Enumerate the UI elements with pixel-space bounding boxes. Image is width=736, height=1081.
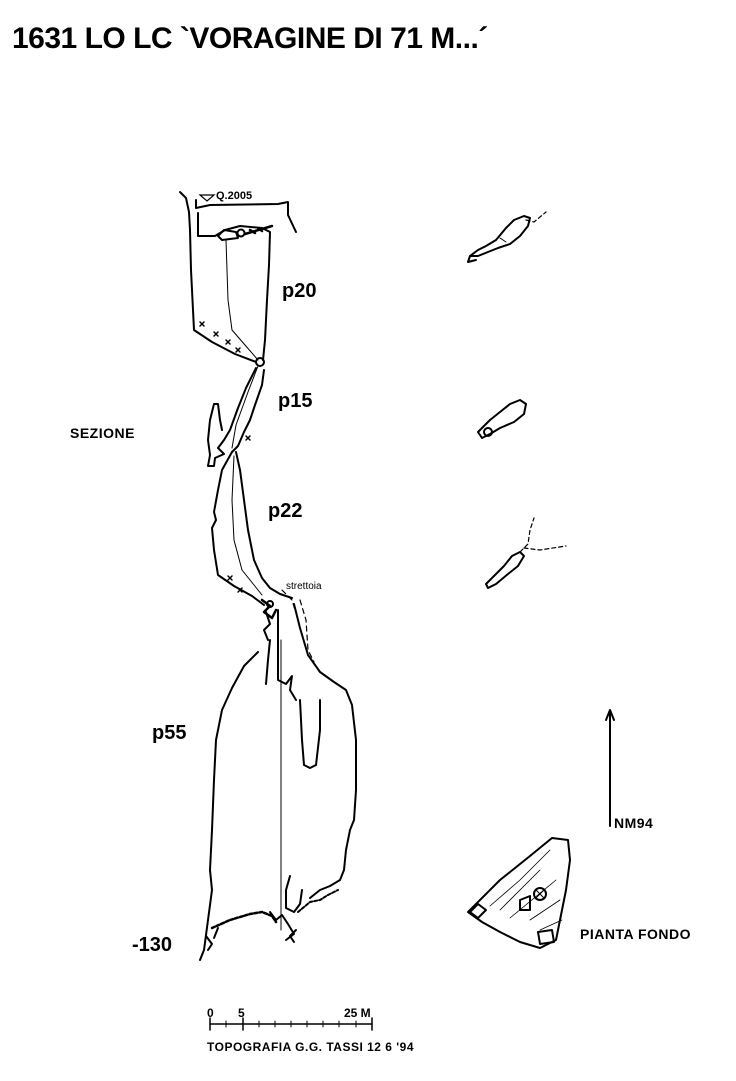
plan-bottom-label: PIANTA FONDO xyxy=(580,926,691,942)
scale-tick-5: 5 xyxy=(238,1006,245,1020)
plan-sketch-3 xyxy=(485,517,567,589)
scale-tick-25: 25 M xyxy=(344,1006,371,1020)
pitch-label-p15: p15 xyxy=(278,390,313,412)
plan-sketch-2 xyxy=(477,399,527,439)
north-arrow xyxy=(605,709,615,827)
pitch-label-p20: p20 xyxy=(282,280,317,302)
scale-tick-0: 0 xyxy=(207,1006,214,1020)
plan-bottom-sketch xyxy=(467,837,571,949)
anchor-marks xyxy=(199,321,251,593)
cave-section-profile xyxy=(179,191,357,961)
survey-credit: TOPOGRAFIA G.G. TASSI 12 6 '94 xyxy=(207,1040,415,1054)
scale-bar xyxy=(209,1017,373,1031)
plan-sketch-1 xyxy=(467,211,547,263)
page-title: 1631 LO LC `VORAGINE DI 71 M...´ xyxy=(12,22,488,55)
bottom-depth-label: -130 xyxy=(132,934,173,956)
narrowing-label: strettoia xyxy=(286,581,322,592)
north-label: NM94 xyxy=(614,815,654,831)
entrance-elevation-label: Q.2005 xyxy=(216,190,253,202)
pitch-label-p55: p55 xyxy=(152,722,187,744)
pitch-label-p22: p22 xyxy=(268,500,303,522)
section-label: SEZIONE xyxy=(70,425,135,441)
